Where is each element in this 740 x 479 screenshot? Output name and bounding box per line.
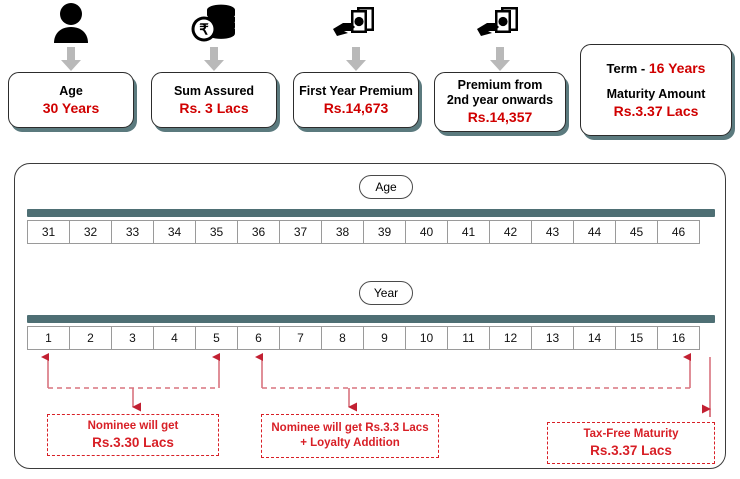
year-pill-label: Year: [359, 281, 413, 305]
down-arrow-icon: [8, 46, 134, 72]
callout-3-line1: Tax-Free Maturity: [583, 428, 679, 440]
year-cell-9: 9: [363, 326, 406, 350]
card-age: Age 30 Years: [8, 72, 134, 128]
summary-column-age: Age 30 Years: [8, 0, 134, 128]
age-track-bar: [27, 209, 715, 217]
year-cell-1: 1: [27, 326, 70, 350]
callout-2-line2: + Loyalty Addition: [300, 437, 400, 449]
age-cell-39: 39: [363, 220, 406, 244]
age-cell-34: 34: [153, 220, 196, 244]
card-renewal-premium-value: Rs.14,357: [467, 109, 533, 125]
age-cell-46: 46: [657, 220, 700, 244]
card-maturity-label: Maturity Amount: [606, 87, 706, 101]
age-cell-33: 33: [111, 220, 154, 244]
year-cell-6: 6: [237, 326, 280, 350]
callout-1-line1: Nominee will get: [87, 420, 179, 432]
summary-column-renewal-premium: Premium from 2nd year onwards Rs.14,357: [434, 0, 566, 132]
card-first-year-premium-label: First Year Premium: [299, 83, 413, 98]
year-cell-16: 16: [657, 326, 700, 350]
card-renewal-premium: Premium from 2nd year onwards Rs.14,357: [434, 72, 566, 132]
callout-1-line2: Rs.3.30 Lacs: [92, 435, 174, 450]
svg-text:₹: ₹: [199, 23, 209, 39]
year-cell-7: 7: [279, 326, 322, 350]
age-cell-42: 42: [489, 220, 532, 244]
age-pill-label: Age: [359, 175, 413, 199]
year-track-bar: [27, 315, 715, 323]
year-cell-15: 15: [615, 326, 658, 350]
age-cell-43: 43: [531, 220, 574, 244]
year-cell-11: 11: [447, 326, 490, 350]
down-arrow-icon: [151, 46, 277, 72]
age-cell-36: 36: [237, 220, 280, 244]
person-icon: [8, 0, 134, 46]
callout-nominee-first-five-years: Nominee will get Rs.3.30 Lacs: [47, 414, 219, 456]
age-cell-37: 37: [279, 220, 322, 244]
age-cell-38: 38: [321, 220, 364, 244]
year-cell-14: 14: [573, 326, 616, 350]
card-sum-assured-label: Sum Assured: [173, 83, 255, 98]
year-cell-4: 4: [153, 326, 196, 350]
card-term-maturity: Term - 16 Years Maturity Amount Rs.3.37 …: [580, 44, 732, 136]
callout-2-line1: Nominee will get Rs.3.3 Lacs: [271, 422, 429, 434]
card-first-year-premium-value: Rs.14,673: [323, 99, 389, 116]
callout-tax-free-maturity: Tax-Free Maturity Rs.3.37 Lacs: [547, 422, 715, 464]
callout-nominee-with-loyalty: Nominee will get Rs.3.3 Lacs + Loyalty A…: [261, 414, 439, 458]
card-term-row: Term - 16 Years: [607, 60, 706, 77]
hand-cash-icon: [293, 0, 419, 46]
card-maturity-group: Maturity Amount Rs.3.37 Lacs: [607, 87, 706, 120]
year-cell-12: 12: [489, 326, 532, 350]
card-first-year-premium: First Year Premium Rs.14,673: [293, 72, 419, 128]
age-cell-45: 45: [615, 220, 658, 244]
year-cell-8: 8: [321, 326, 364, 350]
down-arrow-icon: [293, 46, 419, 72]
summary-column-term-maturity: Term - 16 Years Maturity Amount Rs.3.37 …: [580, 44, 732, 136]
age-cell-44: 44: [573, 220, 616, 244]
card-term-value: 16 Years: [648, 60, 706, 76]
age-cell-31: 31: [27, 220, 70, 244]
age-cell-40: 40: [405, 220, 448, 244]
callout-3-line2: Rs.3.37 Lacs: [590, 443, 672, 458]
card-sum-assured: Sum Assured Rs. 3 Lacs: [151, 72, 277, 128]
summary-column-first-year-premium: First Year Premium Rs.14,673: [293, 0, 419, 128]
card-age-label: Age: [59, 83, 83, 98]
year-cell-10: 10: [405, 326, 448, 350]
card-term-label: Term -: [606, 61, 649, 76]
coins-rupee-icon: ₹: [151, 0, 277, 46]
card-age-value: 30 Years: [42, 99, 100, 116]
year-cell-13: 13: [531, 326, 574, 350]
year-cell-5: 5: [195, 326, 238, 350]
age-cell-41: 41: [447, 220, 490, 244]
age-cell-35: 35: [195, 220, 238, 244]
card-renewal-premium-label-line2: 2nd year onwards: [446, 93, 554, 107]
summary-cards-row: Age 30 Years ₹: [0, 0, 740, 150]
card-maturity-value: Rs.3.37 Lacs: [613, 103, 699, 119]
year-cell-2: 2: [69, 326, 112, 350]
age-cell-32: 32: [69, 220, 112, 244]
card-sum-assured-value: Rs. 3 Lacs: [179, 99, 249, 116]
card-renewal-premium-label-line1: Premium from: [457, 78, 543, 92]
year-cell-3: 3: [111, 326, 154, 350]
hand-cash-icon: [434, 0, 566, 46]
down-arrow-icon: [434, 46, 566, 72]
summary-column-sum-assured: ₹ Sum Assured Rs. 3 Lacs: [151, 0, 277, 128]
